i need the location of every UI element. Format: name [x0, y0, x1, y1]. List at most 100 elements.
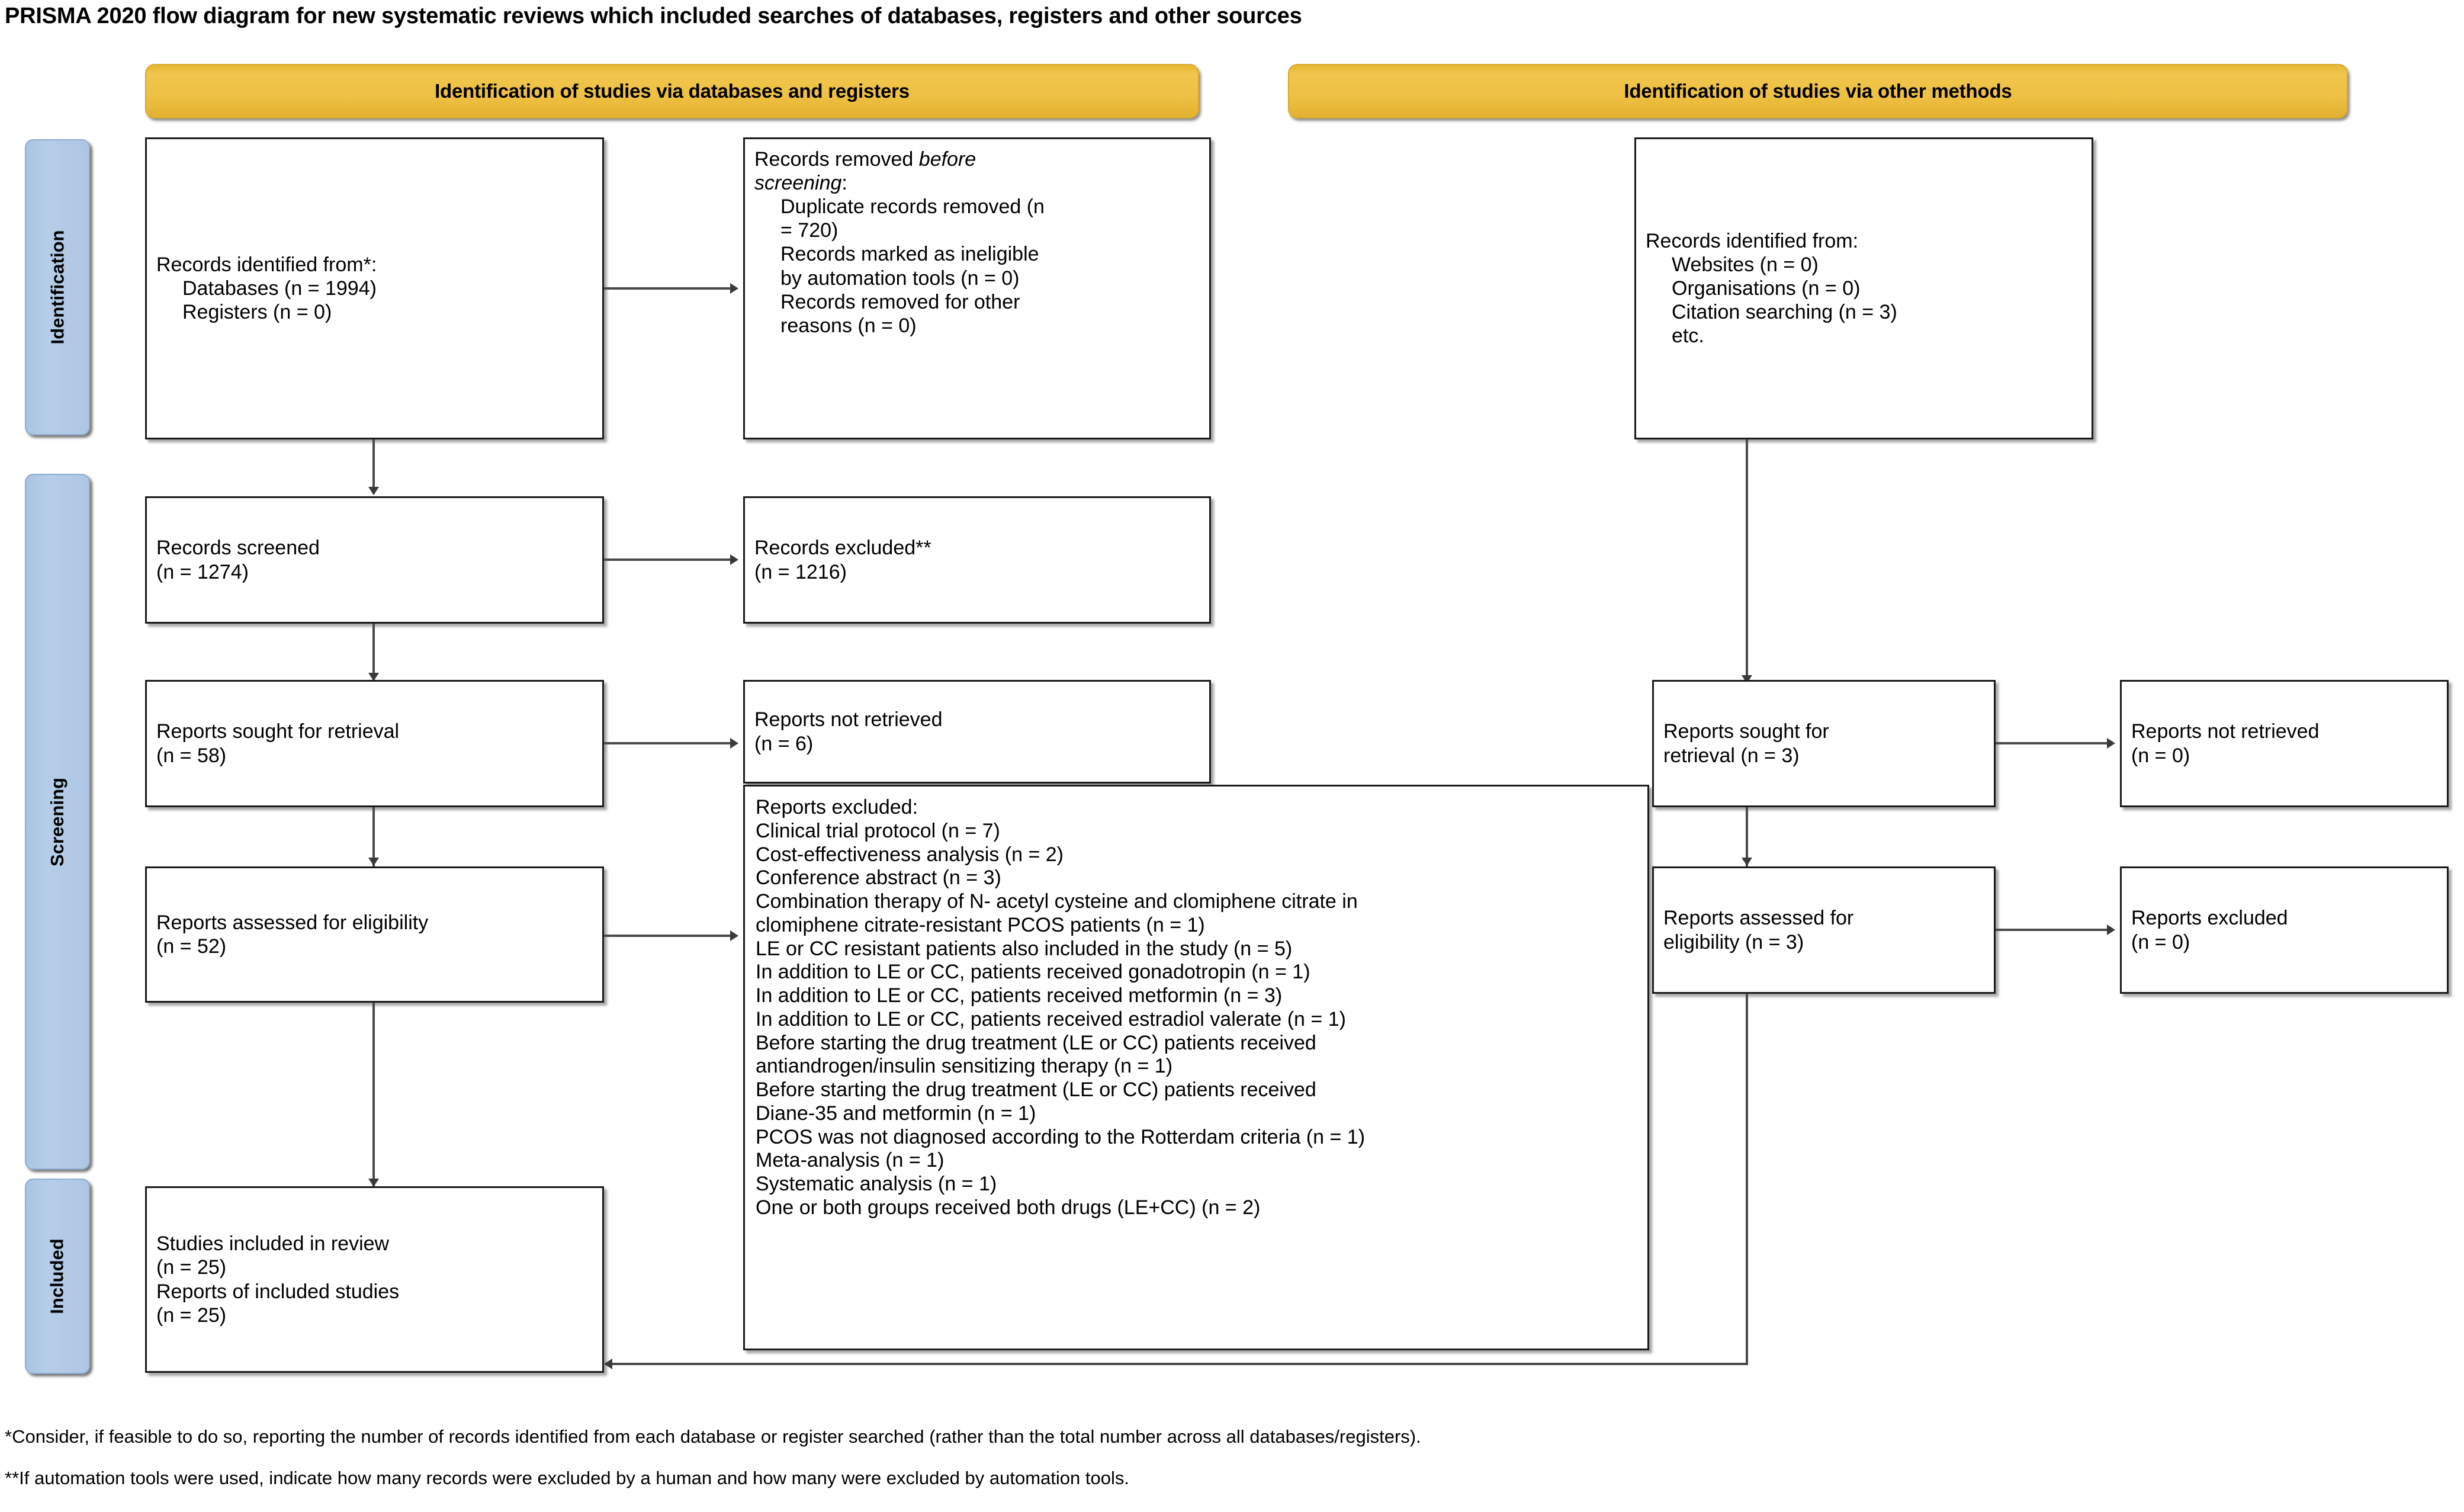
reports-excluded-item: Before starting the drug treatment (LE o… — [756, 1078, 1316, 1102]
records-removed-line-4: = 720) — [780, 219, 839, 242]
other-reports-assessed-line-2: eligibility (n = 3) — [1663, 930, 1804, 954]
connector-screened-to-sought — [372, 624, 375, 680]
box-reports-assessed-eligibility: Reports assessed for eligibility (n = 52… — [145, 866, 604, 1003]
reports-excluded-heading: Reports excluded: — [756, 796, 918, 818]
reports-excluded-item: In addition to LE or CC, patients receiv… — [756, 961, 1310, 984]
other-reports-sought-line-2: retrieval (n = 3) — [1663, 744, 1800, 767]
reports-excluded-item: In addition to LE or CC, patients receiv… — [756, 984, 1283, 1007]
box-records-excluded: Records excluded** (n = 1216) — [743, 496, 1211, 624]
records-removed-line-3: Duplicate records removed (n — [780, 195, 1045, 219]
reports-excluded-item: Diane-35 and metformin (n = 1) — [756, 1102, 1036, 1125]
reports-excluded-item: Before starting the drug treatment (LE o… — [756, 1031, 1316, 1054]
arrow-other-sought-to-assessed — [1742, 858, 1752, 866]
connector-other-to-included-horizontal — [605, 1363, 1748, 1365]
connector-other-identified-to-sought — [1746, 439, 1748, 682]
box-records-screened: Records screened (n = 1274) — [145, 496, 604, 624]
records-removed-line-5: Records marked as ineligible — [780, 243, 1039, 266]
box-studies-included: Studies included in review (n = 25) Repo… — [145, 1186, 604, 1373]
connector-assessed-to-excluded-list — [604, 935, 731, 937]
reports-excluded-item: In addition to LE or CC, patients receiv… — [756, 1007, 1346, 1031]
reports-sought-line-1: Reports sought for retrieval — [156, 720, 400, 743]
records-removed-line-6: by automation tools (n = 0) — [780, 267, 1020, 290]
records-removed-line-1: Records removed before — [754, 147, 1200, 171]
reports-excluded-item: antiandrogen/insulin sensitizing therapy… — [756, 1055, 1173, 1078]
header-bar-other-methods: Identification of studies via other meth… — [1288, 64, 2348, 118]
arrow-sought-to-assessed — [368, 858, 379, 866]
arrow-screened-to-excluded — [730, 554, 738, 565]
records-removed-line-2-italic: screening — [754, 172, 842, 195]
arrow-identified-to-screened — [368, 487, 379, 495]
header-bar-databases-registers: Identification of studies via databases … — [145, 64, 1199, 118]
page-title: PRISMA 2020 flow diagram for new systema… — [5, 4, 1302, 28]
header-bar-databases-registers-label: Identification of studies via databases … — [435, 80, 910, 102]
stage-rail-screening-label: Screening — [47, 777, 68, 866]
studies-included-line-1: Studies included in review — [156, 1232, 390, 1256]
stage-rail-identification: Identification — [25, 139, 90, 435]
other-reports-assessed-line-1: Reports assessed for — [1663, 907, 1854, 930]
reports-excluded-item: PCOS was not diagnosed according to the … — [756, 1125, 1366, 1148]
reports-not-retrieved-line-2: (n = 6) — [754, 732, 814, 755]
box-reports-excluded-list: Reports excluded: Clinical trial protoco… — [743, 785, 1649, 1350]
other-records-identified-line-3: Organisations (n = 0) — [1672, 277, 1861, 300]
connector-assessed-to-included — [372, 1003, 375, 1186]
reports-excluded-item: Combination therapy of N- acetyl cystein… — [756, 890, 1358, 913]
other-records-identified-line-1: Records identified from: — [1646, 229, 1859, 252]
records-identified-line-3: Registers (n = 0) — [182, 301, 332, 324]
arrow-other-assessed-to-excluded — [2107, 924, 2115, 935]
studies-included-line-3: Reports of included studies — [156, 1280, 400, 1303]
records-screened-line-2: (n = 1274) — [156, 560, 249, 583]
records-removed-line-7: Records removed for other — [780, 290, 1020, 313]
header-bar-other-methods-label: Identification of studies via other meth… — [1624, 80, 2012, 102]
other-reports-excluded-line-1: Reports excluded — [2131, 907, 2288, 930]
records-excluded-line-1: Records excluded** — [754, 537, 931, 560]
records-removed-line-8: reasons (n = 0) — [780, 314, 917, 337]
other-records-identified-line-4: Citation searching (n = 3) — [1672, 301, 1897, 324]
other-reports-not-retrieved-line-1: Reports not retrieved — [2131, 720, 2320, 743]
reports-assessed-line-1: Reports assessed for eligibility — [156, 911, 429, 934]
stage-rail-identification-label: Identification — [47, 230, 68, 345]
reports-excluded-item: Clinical trial protocol (n = 7) — [756, 819, 1000, 842]
box-other-reports-sought-retrieval: Reports sought for retrieval (n = 3) — [1652, 680, 1996, 807]
records-identified-line-1: Records identified from*: — [156, 253, 377, 276]
connector-other-sought-to-not-retrieved — [1996, 742, 2108, 744]
records-screened-line-1: Records screened — [156, 537, 320, 560]
arrow-other-to-included — [604, 1359, 612, 1369]
box-reports-sought-retrieval: Reports sought for retrieval (n = 58) — [145, 680, 604, 807]
reports-sought-line-2: (n = 58) — [156, 744, 227, 767]
box-records-removed-before-screening: Records removed before screening: Duplic… — [743, 137, 1211, 439]
stage-rail-included: Included — [25, 1179, 90, 1374]
arrow-sought-to-not-retrieved — [730, 738, 738, 749]
reports-excluded-item: clomiphene citrate-resistant PCOS patien… — [756, 913, 1205, 936]
footnote-one: *Consider, if feasible to do so, reporti… — [5, 1426, 1421, 1447]
box-other-records-identified: Records identified from: Websites (n = 0… — [1634, 137, 2093, 439]
connector-identified-to-removed — [604, 287, 731, 290]
connector-other-assessed-to-excluded — [1996, 929, 2108, 931]
records-removed-line-1-italic: before — [918, 148, 976, 171]
box-other-reports-not-retrieved: Reports not retrieved (n = 0) — [2120, 680, 2449, 807]
reports-not-retrieved-line-1: Reports not retrieved — [754, 708, 943, 731]
other-reports-not-retrieved-line-2: (n = 0) — [2131, 744, 2190, 767]
stage-rail-included-label: Included — [47, 1238, 68, 1314]
reports-excluded-item: One or both groups received both drugs (… — [756, 1196, 1261, 1219]
connector-screened-to-excluded — [604, 558, 731, 561]
studies-included-line-4: (n = 25) — [156, 1304, 227, 1327]
records-removed-line-2: screening: — [754, 171, 1200, 195]
other-reports-excluded-line-2: (n = 0) — [2131, 930, 2190, 954]
box-reports-not-retrieved: Reports not retrieved (n = 6) — [743, 680, 1211, 784]
records-removed-line-2-post: : — [841, 172, 847, 195]
other-reports-sought-line-1: Reports sought for — [1663, 720, 1829, 743]
reports-excluded-item: LE or CC resistant patients also include… — [756, 937, 1293, 960]
reports-excluded-item: Meta-analysis (n = 1) — [756, 1149, 945, 1172]
other-records-identified-line-2: Websites (n = 0) — [1672, 253, 1819, 276]
connector-sought-to-assessed — [372, 807, 375, 866]
records-identified-line-2: Databases (n = 1994) — [182, 277, 377, 300]
reports-assessed-line-2: (n = 52) — [156, 935, 227, 958]
arrow-assessed-to-excluded-list — [730, 930, 738, 941]
reports-excluded-item: Systematic analysis (n = 1) — [756, 1173, 997, 1196]
connector-identified-to-screened — [372, 439, 375, 494]
connector-other-sought-to-assessed — [1746, 807, 1748, 866]
connector-sought-to-not-retrieved — [604, 742, 731, 744]
records-removed-line-1-pre: Records removed — [754, 148, 919, 171]
records-excluded-line-2: (n = 1216) — [754, 560, 847, 583]
